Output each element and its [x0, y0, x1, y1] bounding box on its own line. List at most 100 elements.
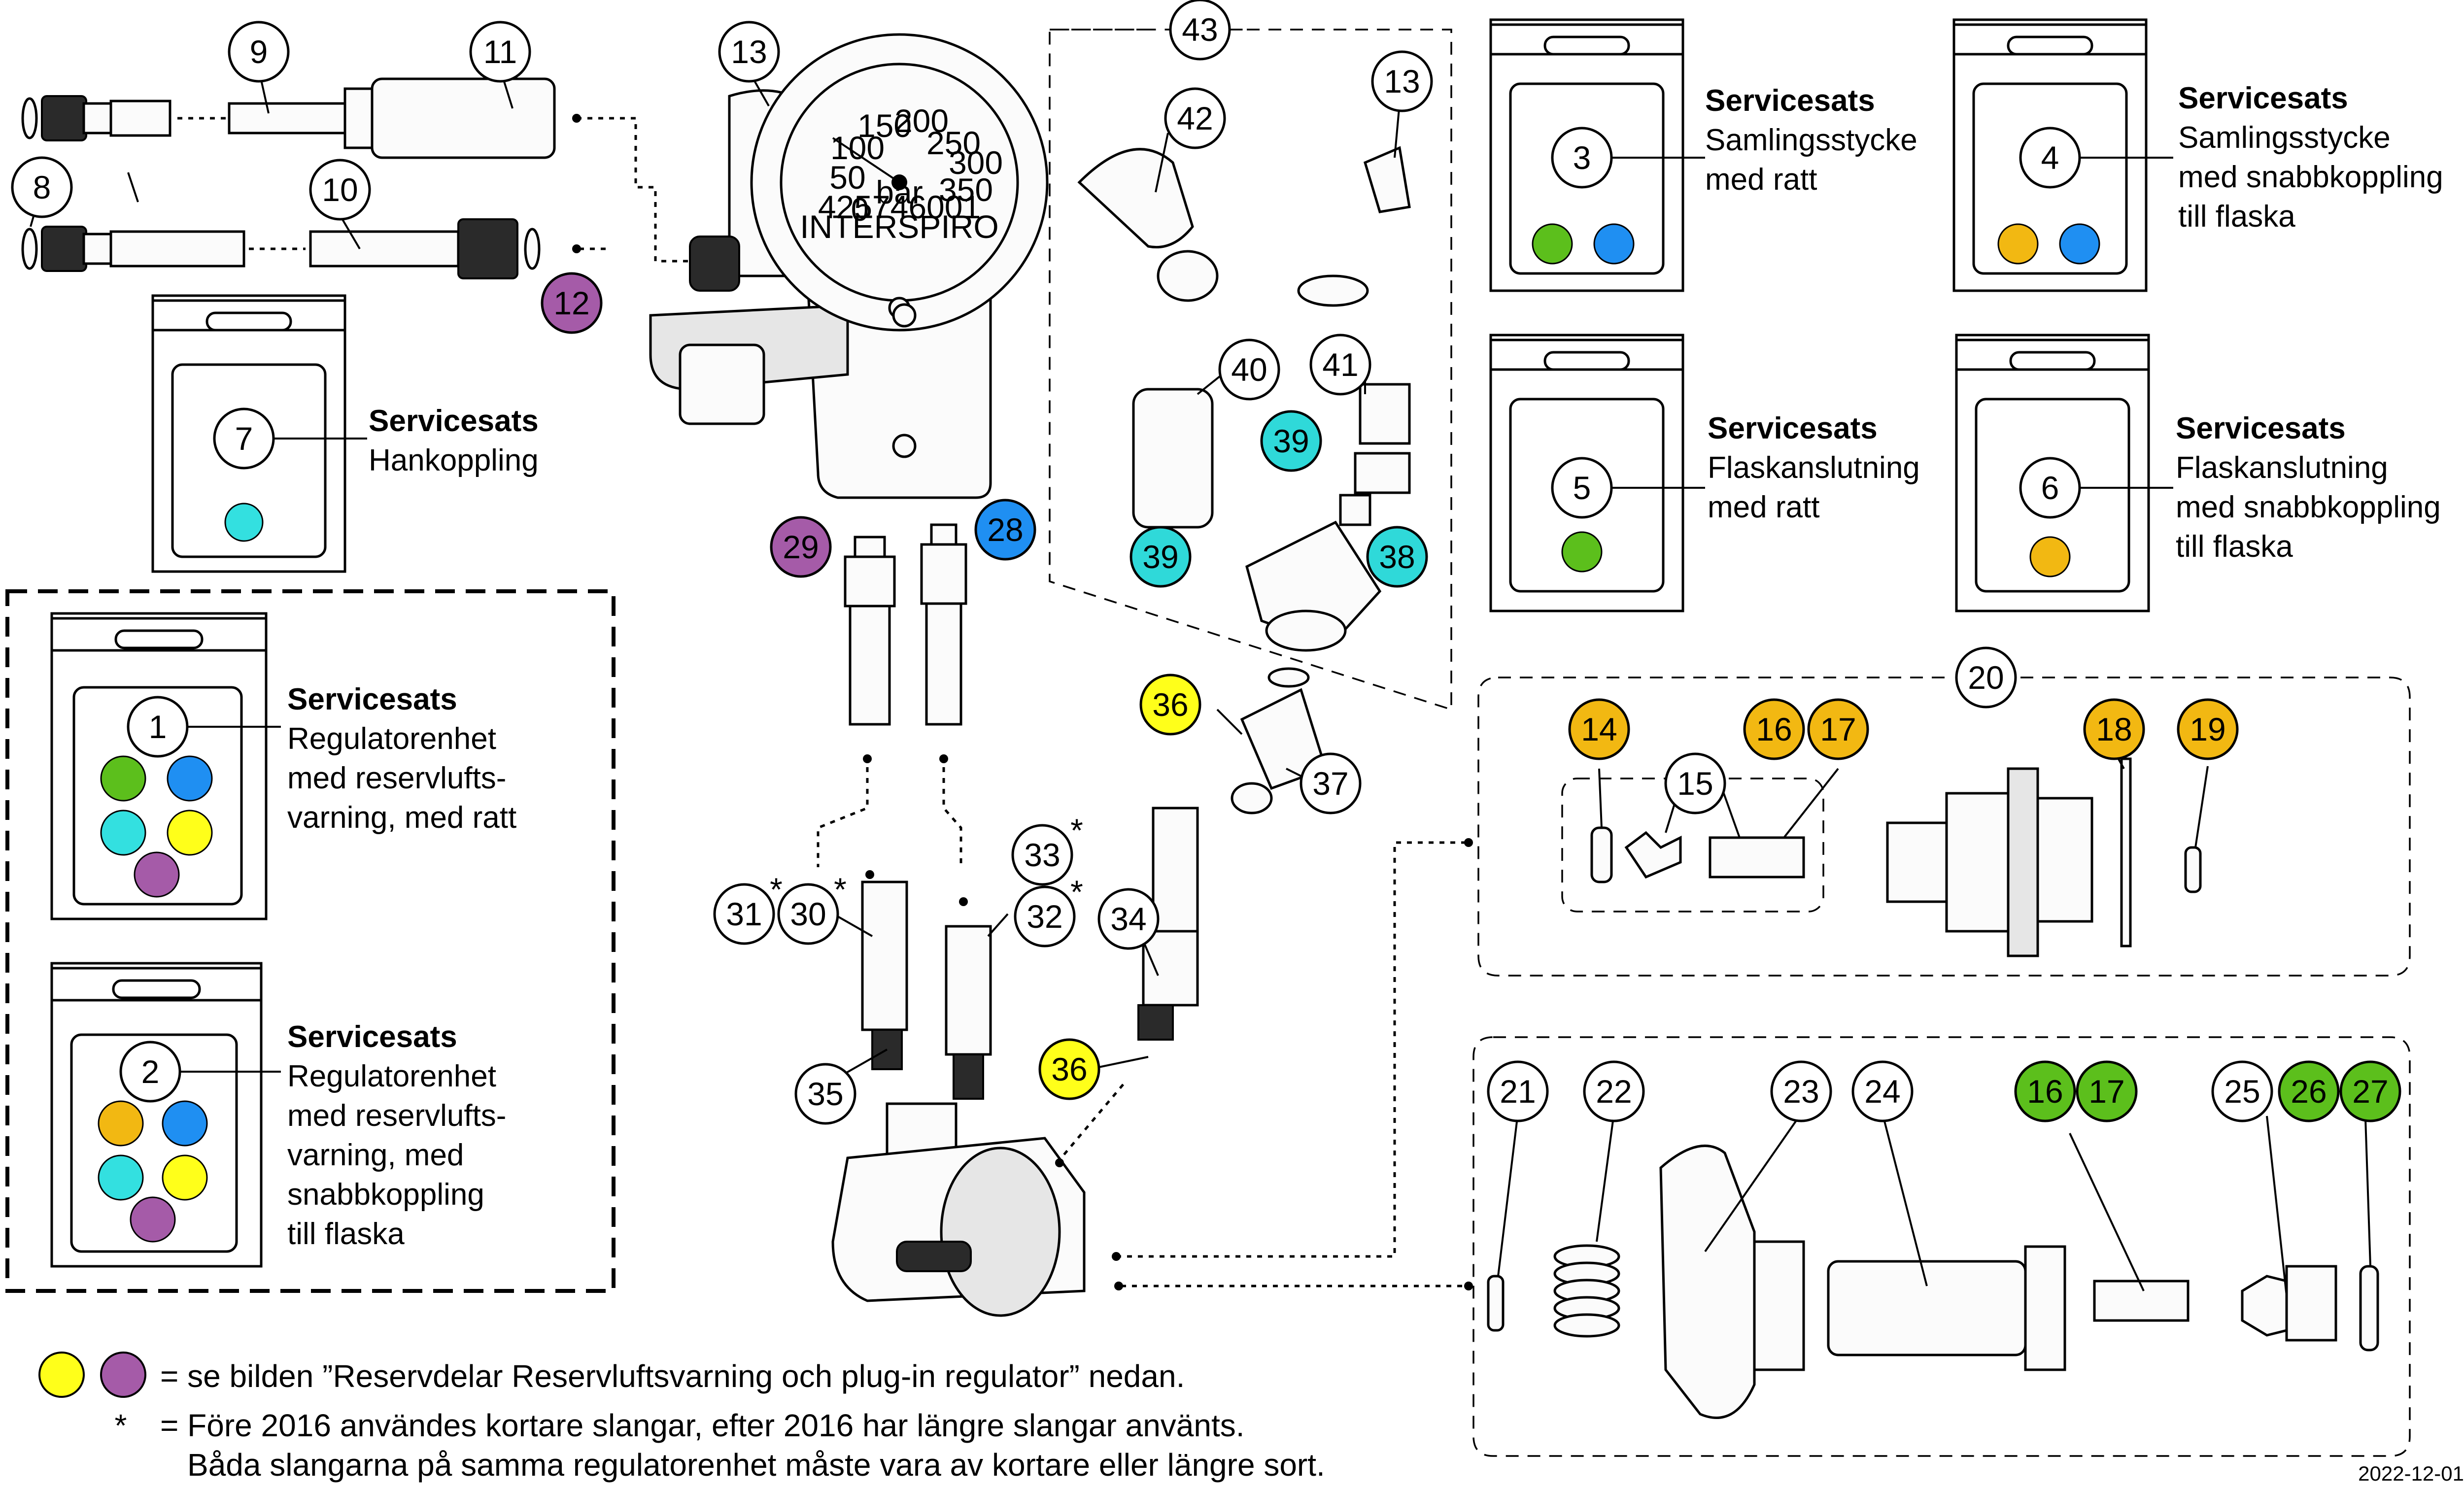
part-number-21: 21 — [1500, 1073, 1536, 1110]
part-number-39-lower: 39 — [1142, 539, 1178, 575]
part-label-27: 27 — [2339, 1060, 2401, 1122]
part-number-13-cap: 13 — [1384, 63, 1420, 100]
part-number-31: 31 — [726, 896, 762, 932]
part-number-42: 42 — [1177, 100, 1213, 136]
part-number-14: 14 — [1581, 711, 1617, 747]
part-label-30: 30* — [777, 871, 847, 945]
part-label-14: 14 — [1568, 698, 1630, 760]
kit-2-line-2: med reservlufts- — [287, 1099, 506, 1133]
part-label-28: 28 — [974, 499, 1036, 561]
part-number-24: 24 — [1864, 1073, 1900, 1110]
assembly-21-27-box — [1114, 1036, 2411, 1457]
part-number-12: 12 — [553, 285, 589, 321]
kit-1-line-3: varning, med ratt — [287, 801, 516, 835]
kit-number-5: 5 — [1573, 470, 1591, 506]
asterisk-30: * — [834, 871, 847, 908]
kit-text-5: Servicesats Flaskanslutning med ratt — [1708, 411, 1920, 524]
kit-6-line-2: med snabbkoppling — [2176, 490, 2441, 524]
kit-5-line-2: med ratt — [1708, 490, 1819, 524]
part-label-19: 19 — [2177, 698, 2239, 760]
part-number-19: 19 — [2190, 711, 2225, 747]
part-number-38: 38 — [1379, 539, 1415, 575]
part-label-21: 21 — [1487, 1060, 1549, 1122]
part-label-41: 41 — [1309, 334, 1371, 396]
part-number-17-lower: 17 — [2088, 1073, 2124, 1110]
part-number-34: 34 — [1110, 901, 1146, 937]
part-number-20: 20 — [1968, 659, 2004, 696]
parts-36-37 — [1216, 667, 1328, 814]
kit-number-1: 1 — [149, 709, 167, 745]
part-label-35: 35 — [794, 1063, 856, 1125]
part-label-15: 15 — [1664, 752, 1726, 814]
part-label-42: 42 — [1164, 87, 1226, 149]
part-number-37: 37 — [1312, 765, 1348, 802]
part-number-33: 33 — [1024, 837, 1060, 873]
kit-text-3: Servicesats Samlingsstycke med ratt — [1705, 84, 1917, 197]
part-number-39-upper: 39 — [1273, 423, 1309, 459]
part-number-26: 26 — [2291, 1073, 2327, 1110]
kit-6-line-1: Flaskanslutning — [2176, 451, 2388, 485]
part-label-10: 10 — [309, 159, 371, 221]
kit-6-line-3: till flaska — [2176, 530, 2293, 564]
kit-text-1: Servicesats Regulatorenhet med reservluf… — [287, 682, 516, 835]
part-number-41: 41 — [1322, 346, 1358, 383]
kit-number-3: 3 — [1573, 139, 1591, 176]
footnote-color-note: = se bilden ”Reservdelar Reservluftsvarn… — [160, 1358, 1185, 1394]
part-number-43: 43 — [1182, 11, 1218, 48]
gauge-tick-300: 300 — [949, 144, 1003, 181]
kit-3-title: Servicesats — [1705, 84, 1875, 118]
part-number-32: 32 — [1027, 898, 1062, 935]
part-label-38: 38 — [1366, 526, 1428, 588]
legend-purple-dot — [100, 1352, 146, 1398]
kit-number-2: 2 — [141, 1053, 160, 1090]
part-label-32: 32* — [1014, 874, 1083, 948]
kit-number-6: 6 — [2041, 470, 2059, 506]
part-number-23: 23 — [1783, 1073, 1819, 1110]
kit-number-7: 7 — [235, 420, 253, 457]
kit-number-4: 4 — [2041, 139, 2059, 176]
part-label-40: 40 — [1218, 338, 1280, 401]
part-label-13b: 13 — [1371, 50, 1433, 112]
part-label-39b: 39 — [1129, 526, 1192, 588]
footnote-asterisk-line-2: Båda slangarna på samma regulatorenhet m… — [187, 1447, 1325, 1483]
gauge-tick-50: 50 — [829, 159, 865, 196]
long-hoses-and-valve — [831, 807, 1199, 1317]
kit-5-title: Servicesats — [1708, 411, 1878, 445]
part-number-29: 29 — [783, 529, 819, 565]
asterisk-33: * — [1070, 812, 1083, 848]
kit-bag-1 — [50, 612, 281, 920]
part-number-9: 9 — [250, 34, 268, 70]
regulator-with-gauge: 0 50 100 150 200 250 300 350 bar 4257460… — [649, 33, 1049, 499]
kit-text-6: Servicesats Flaskanslutning med snabbkop… — [2176, 411, 2441, 564]
gauge-brand: INTERSPIRO — [800, 208, 998, 245]
legend-yellow-dot — [38, 1352, 85, 1398]
kit-bag-2 — [50, 962, 281, 1268]
part-label-33: 33 * — [1011, 812, 1083, 886]
part-label-20: 20 — [1955, 646, 2017, 709]
part-label-22: 22 — [1583, 1060, 1645, 1122]
kit-text-2: Servicesats Regulatorenhet med reservluf… — [287, 1020, 506, 1251]
part-label-9: 9 — [228, 21, 290, 83]
part-label-39a: 39 — [1260, 410, 1322, 472]
footnotes: = se bilden ”Reservdelar Reservluftsvarn… — [38, 1352, 2464, 1485]
part-label-31: 31* — [713, 871, 783, 945]
kit-1-title: Servicesats — [287, 682, 457, 716]
part-label-8: 8 — [11, 156, 73, 218]
kit-bag-6 — [1955, 334, 2173, 612]
part-label-34: 34 — [1097, 888, 1160, 950]
kit-4-title: Servicesats — [2178, 81, 2348, 115]
gauge-tick-200: 200 — [894, 102, 949, 139]
part-label-13a: 13 — [718, 21, 780, 83]
part-number-18: 18 — [2096, 711, 2132, 747]
part-number-40: 40 — [1231, 351, 1267, 388]
part-number-27: 27 — [2352, 1073, 2388, 1110]
gauge-tick-0: 0 — [851, 191, 869, 228]
kit-4-line-3: till flaska — [2178, 200, 2295, 234]
kit-5-line-1: Flaskanslutning — [1708, 451, 1920, 485]
kit-4-line-1: Samlingsstycke — [2178, 121, 2391, 155]
kit-4-line-2: med snabbkoppling — [2178, 160, 2443, 194]
kit-bag-5 — [1489, 334, 1705, 612]
part-number-13-regulator: 13 — [731, 34, 767, 70]
kit-7-title: Servicesats — [369, 404, 539, 438]
